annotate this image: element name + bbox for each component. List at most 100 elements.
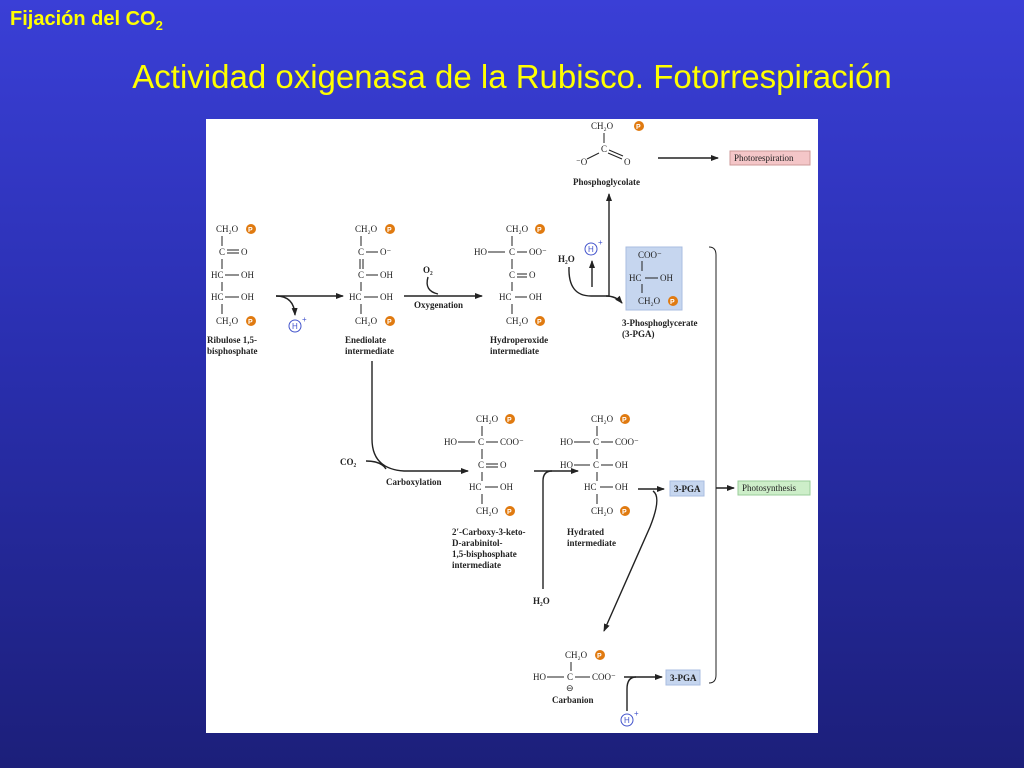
svg-text:3-PGA: 3-PGA [674,484,701,494]
carboxy-keto-structure: CH₂O P HO C COO⁻ C O HC OH CH₂O P 2′-Car… [444,414,526,570]
svg-text:P: P [248,227,253,234]
svg-text:OH: OH [241,270,254,280]
svg-text:COO⁻: COO⁻ [592,672,616,682]
svg-text:Oxygenation: Oxygenation [414,300,463,310]
svg-text:H: H [588,245,594,254]
svg-text:Carboxylation: Carboxylation [386,477,442,487]
svg-text:O⁻: O⁻ [380,247,391,257]
svg-text:Photosynthesis: Photosynthesis [742,483,797,493]
svg-text:C: C [593,460,599,470]
svg-text:C: C [509,247,515,257]
svg-text:OH: OH [660,273,673,283]
svg-text:+: + [302,315,307,324]
svg-text:HO: HO [560,460,573,470]
carbanion-structure: CH₂O P HO C COO⁻ ⊖ Carbanion [533,650,616,705]
pga-box-2: 3-PGA [665,669,701,686]
svg-text:P: P [507,509,512,516]
svg-text:CO₂: CO₂ [340,457,357,467]
svg-text:⁻O: ⁻O [576,157,588,167]
svg-text:CH₂O: CH₂O [638,296,661,306]
svg-text:C: C [478,437,484,447]
svg-text:CH₂O: CH₂O [591,506,614,516]
svg-text:CH₂O: CH₂O [355,316,378,326]
svg-text:intermediate: intermediate [567,538,616,548]
svg-text:CH₂O: CH₂O [506,224,529,234]
svg-text:CH₂O: CH₂O [216,224,239,234]
svg-text:Hydrated: Hydrated [567,527,604,537]
svg-text:P: P [670,299,675,306]
svg-text:C: C [593,437,599,447]
svg-text:intermediate: intermediate [490,346,539,356]
photosynthesis-box: Photosynthesis [737,480,811,496]
svg-text:P: P [622,417,627,424]
svg-text:CH₂O: CH₂O [591,121,614,131]
svg-text:P: P [537,227,542,234]
svg-text:OH: OH [615,460,628,470]
svg-text:H₂O: H₂O [558,254,575,264]
svg-text:HC: HC [469,482,482,492]
svg-text:OH: OH [241,292,254,302]
svg-text:OH: OH [380,270,393,280]
svg-text:P: P [507,417,512,424]
svg-text:H₂O: H₂O [533,596,550,606]
svg-text:HC: HC [584,482,597,492]
h-plus-icon: H + [584,238,603,256]
svg-text:P: P [387,319,392,326]
svg-text:OH: OH [615,482,628,492]
svg-text:P: P [622,509,627,516]
svg-text:(3-PGA): (3-PGA) [622,329,655,339]
svg-text:H: H [624,716,630,725]
svg-text:CH₂O: CH₂O [476,414,499,424]
label-phosphoglycolate: Phosphoglycolate [573,177,640,187]
enediolate-structure: CH₂O P C O⁻ C OH HC OH CH₂O P Enediolate… [345,224,395,356]
svg-text:Ribulose 1,5-: Ribulose 1,5- [207,335,257,345]
svg-text:OH: OH [529,292,542,302]
svg-text:+: + [598,238,603,247]
svg-text:CH₂O: CH₂O [506,316,529,326]
svg-text:COO⁻: COO⁻ [615,437,639,447]
svg-text:P: P [248,319,253,326]
svg-text:OO⁻: OO⁻ [529,247,547,257]
slide-title: Actividad oxigenasa de la Rubisco. Fotor… [132,58,892,95]
svg-text:O: O [529,270,536,280]
svg-text:HO: HO [533,672,546,682]
svg-text:D-arabinitol-: D-arabinitol- [452,538,503,548]
svg-text:CH₂O: CH₂O [355,224,378,234]
svg-text:3-Phosphoglycerate: 3-Phosphoglycerate [622,318,698,328]
svg-text:C: C [358,270,364,280]
svg-text:⊖: ⊖ [566,683,574,693]
svg-text:1,5-bisphosphate: 1,5-bisphosphate [452,549,517,559]
svg-text:CH₂O: CH₂O [591,414,614,424]
svg-text:HO: HO [560,437,573,447]
svg-text:C: C [601,144,607,154]
svg-text:COO⁻: COO⁻ [638,250,662,260]
svg-text:C: C [478,460,484,470]
svg-text:P: P [597,653,602,660]
svg-text:HC: HC [211,292,224,302]
svg-text:P: P [387,227,392,234]
svg-text:COO⁻: COO⁻ [500,437,524,447]
svg-text:HC: HC [499,292,512,302]
pathway-diagram: CH₂O P C ⁻O O Phosphoglycolate Photoresp… [206,119,818,733]
svg-text:Photorespiration: Photorespiration [734,153,794,163]
svg-text:P: P [636,124,641,131]
svg-text:C: C [567,672,573,682]
hydroperoxide-structure: CH₂O P HO C OO⁻ C O HC OH CH₂O P Hydrope… [474,224,548,356]
h-plus-icon: H + [288,315,307,333]
svg-text:H: H [292,322,298,331]
svg-text:P: P [537,319,542,326]
svg-text:CH₂O: CH₂O [476,506,499,516]
svg-text:HO: HO [474,247,487,257]
svg-text:intermediate: intermediate [452,560,501,570]
photorespiration-box: Photorespiration [729,150,811,166]
section-title: Fijación del CO2 [10,8,163,33]
svg-text:CH₂O: CH₂O [565,650,588,660]
svg-text:C: C [219,247,225,257]
svg-text:HC: HC [629,273,642,283]
svg-text:Enediolate: Enediolate [345,335,386,345]
pga-box-1: 3-PGA [669,480,705,497]
phosphoglycolate-structure: CH₂O P C ⁻O O Phosphoglycolate [573,121,644,187]
svg-text:2′-Carboxy-3-keto-: 2′-Carboxy-3-keto- [452,527,526,537]
ribulose-bisphosphate-structure: CH₂O P C O HC OH HC OH CH₂O P Ribulose 1… [207,224,258,356]
label-o2: O₂ [423,265,433,275]
